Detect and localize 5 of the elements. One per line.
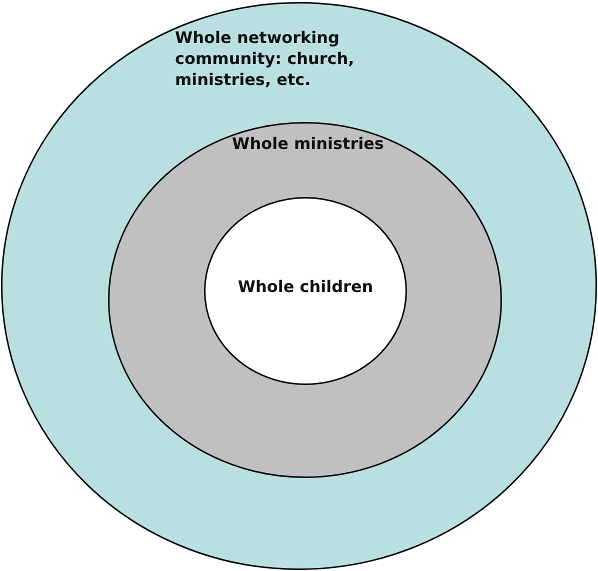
ring-label: Whole children [236,277,374,298]
ring-label: Whole ministries [231,134,385,155]
ring-circle [108,122,502,478]
ring-label: Whole networking community: church, ministries, etc. [175,28,356,90]
ring-circle [204,197,407,385]
